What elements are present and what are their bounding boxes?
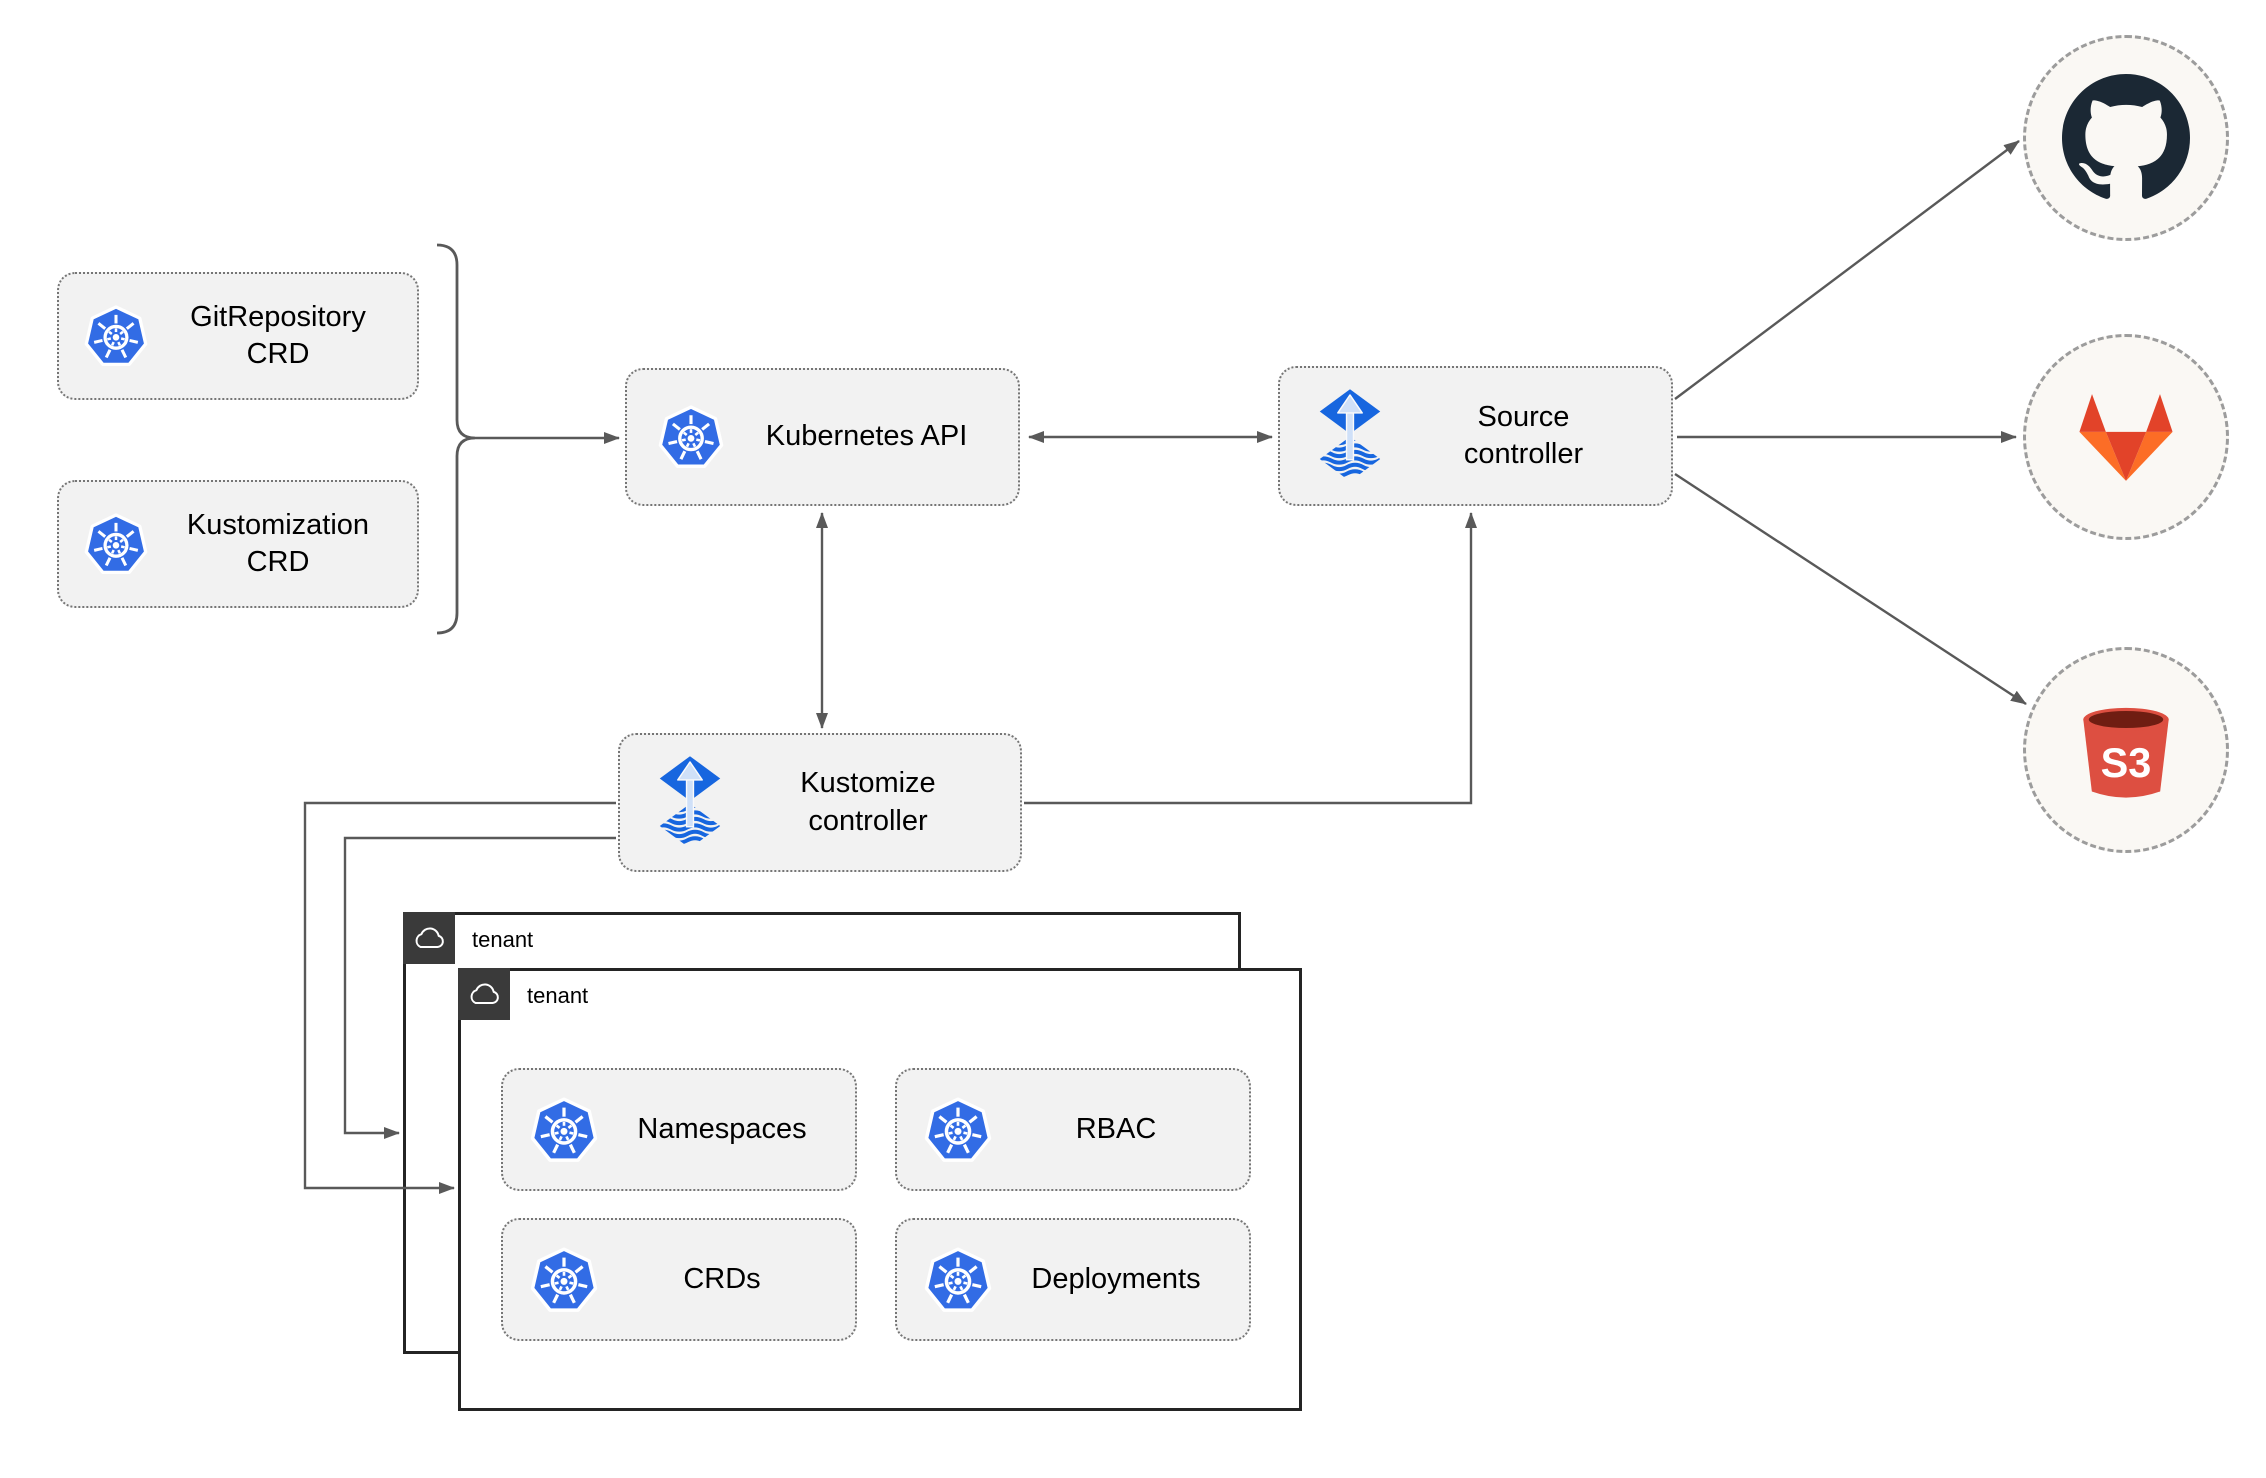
tenant-back-header bbox=[403, 912, 455, 964]
tenant-back-label: tenant bbox=[472, 927, 534, 952]
tenant-front-header bbox=[458, 968, 510, 1020]
source-controller-label: Source controller bbox=[1463, 400, 1584, 470]
node-github bbox=[2023, 35, 2229, 241]
gitlab-icon bbox=[2063, 384, 2189, 491]
kubernetes-icon bbox=[923, 1245, 993, 1315]
kubernetes-api-label: Kubernetes API bbox=[765, 420, 968, 453]
kubernetes-icon bbox=[923, 1095, 993, 1165]
github-icon bbox=[2062, 74, 2190, 202]
kubernetes-icon bbox=[83, 303, 149, 369]
flux-icon bbox=[1314, 389, 1386, 483]
node-source-controller: Source controller bbox=[1278, 366, 1673, 506]
node-kubernetes-api: Kubernetes API bbox=[625, 368, 1020, 506]
gitrepository-crd-label: GitRepository CRD bbox=[190, 300, 366, 370]
edge-source-s3 bbox=[1674, 472, 2027, 706]
kubernetes-icon bbox=[657, 403, 725, 471]
node-s3 bbox=[2023, 647, 2229, 853]
node-rbac: RBAC bbox=[895, 1068, 1251, 1191]
rbac-label: RBAC bbox=[1075, 1112, 1157, 1145]
cloud-icon bbox=[412, 926, 446, 951]
kubernetes-icon bbox=[83, 511, 149, 577]
node-kustomization-crd: Kustomization CRD bbox=[57, 480, 419, 608]
crds-label: CRDs bbox=[683, 1262, 761, 1295]
tenant-box-front: tenant Namespaces RBAC CRDs Deployments bbox=[458, 968, 1302, 1411]
flux-icon bbox=[654, 756, 726, 850]
node-deployments: Deployments bbox=[895, 1218, 1251, 1341]
node-crds: CRDs bbox=[501, 1218, 857, 1341]
s3-bucket-icon bbox=[2065, 689, 2187, 811]
tenant-front-label: tenant bbox=[527, 983, 589, 1008]
kubernetes-icon bbox=[529, 1095, 599, 1165]
kustomize-controller-label: Kustomize controller bbox=[800, 767, 936, 837]
node-kustomize-controller: Kustomize controller bbox=[618, 733, 1022, 872]
cloud-icon bbox=[467, 982, 501, 1007]
node-gitlab bbox=[2023, 334, 2229, 540]
edge-source-github bbox=[1674, 140, 2020, 400]
namespaces-label: Namespaces bbox=[637, 1112, 807, 1145]
kubernetes-icon bbox=[529, 1245, 599, 1315]
deployments-label: Deployments bbox=[1031, 1262, 1201, 1295]
edge-kustomize-source bbox=[1024, 512, 1477, 805]
kustomization-crd-label: Kustomization CRD bbox=[186, 508, 370, 578]
node-gitrepository-crd: GitRepository CRD bbox=[57, 272, 419, 400]
node-namespaces: Namespaces bbox=[501, 1068, 857, 1191]
crd-group-brace bbox=[436, 243, 476, 635]
